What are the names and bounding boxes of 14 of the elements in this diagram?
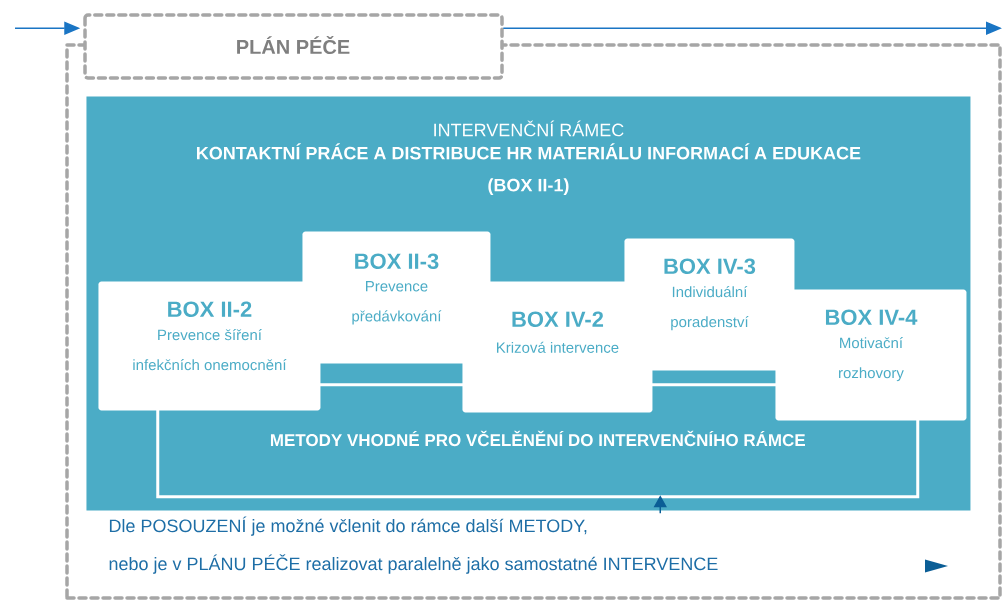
method-box: BOX IV-4 Motivační rozhovory xyxy=(775,289,967,421)
node-label: Individuální poradenství xyxy=(671,286,749,331)
node-label: Motivační rozhovory xyxy=(839,337,904,382)
node-label: BOX II-2 xyxy=(168,301,252,318)
method-box: BOX IV-2 Krizová intervence xyxy=(462,281,653,413)
node-label: BOX IV-2 xyxy=(512,311,604,328)
node-label: BOX II-3 xyxy=(355,253,439,270)
node-label: BOX IV-4 xyxy=(825,309,918,326)
note-text: Dle POSOUZENÍ je možné včlenit do rámce další METODY, nebo je v PLÁNU PÉČE realizovat paralelně jako samostatné INTERVENCE xyxy=(109,516,718,574)
node-label: Prevence předávkování xyxy=(352,281,442,325)
node-label: Prevence šíření infekčních onemocnění xyxy=(133,329,287,371)
node-label: Krizová intervence xyxy=(496,341,619,353)
method-box: BOX II-2 Prevence šíření infekčních onemocnění xyxy=(98,281,321,411)
node-label: BOX IV-3 xyxy=(664,258,756,275)
